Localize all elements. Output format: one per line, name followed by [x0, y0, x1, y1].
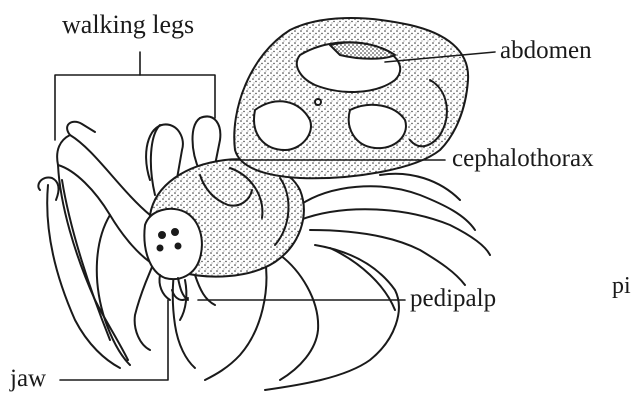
abdomen-shape: [234, 18, 468, 178]
label-jaw: jaw: [10, 366, 46, 391]
label-cephalothorax: cephalothorax: [452, 146, 594, 171]
label-walking-legs: walking legs: [62, 12, 194, 38]
label-partial-right: pi: [612, 274, 631, 298]
label-abdomen: abdomen: [500, 38, 592, 63]
label-pedipalp: pedipalp: [410, 286, 496, 311]
walking-legs-bracket: [55, 75, 215, 140]
